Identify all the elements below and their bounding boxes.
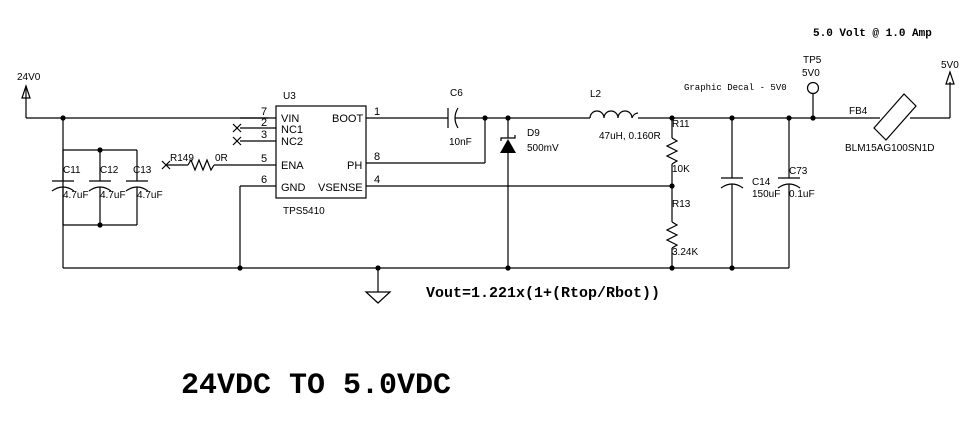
- output-net-label: 5V0: [941, 60, 959, 71]
- r149-resistor-icon: [166, 158, 240, 172]
- l2-ref: L2: [590, 89, 602, 100]
- ic-ref: U3: [283, 91, 296, 102]
- junction-dots: [60, 115, 816, 271]
- input-power-arrow-icon: [21, 84, 31, 118]
- c73-ref: C73: [789, 166, 808, 177]
- c6-ref: C6: [450, 88, 463, 99]
- c73-capacitor-icon: [777, 118, 801, 268]
- ic-u3-body: [275, 105, 367, 199]
- c14-capacitor-icon: [720, 118, 744, 268]
- r149-value: 0R: [215, 153, 228, 164]
- r11-resistor-icon: [665, 118, 679, 222]
- c11-ref: C11: [63, 165, 81, 176]
- r13-ref: R13: [672, 199, 691, 210]
- l2-value: 47uH, 0.160R: [599, 131, 661, 142]
- pin2-num: 2: [261, 117, 267, 129]
- c13-value: 4.7uF: [137, 190, 163, 201]
- fb4-ferrite-bead-icon: [845, 93, 950, 141]
- pin-vsense: VSENSE: [318, 182, 363, 194]
- pin4-num: 4: [374, 174, 380, 186]
- d9-value: 500mV: [527, 143, 559, 154]
- r149-nc-mark: [161, 160, 171, 170]
- r11-value: 10K: [672, 164, 690, 175]
- pin-ph: PH: [347, 160, 362, 172]
- pin3-num: 3: [261, 129, 267, 141]
- r13-resistor-icon: [665, 221, 679, 268]
- tp5-test-point-icon: [806, 81, 820, 118]
- nc-marks: [232, 123, 242, 146]
- pin8-num: 8: [374, 151, 380, 163]
- r149-ref: R149: [170, 153, 194, 164]
- pin7-num: 7: [261, 106, 267, 118]
- c12-value: 4.7uF: [100, 190, 126, 201]
- pin-gnd: GND: [281, 182, 306, 194]
- pin5-num: 5: [261, 153, 267, 165]
- c12-capacitor-icon: [88, 150, 112, 225]
- tp5-net: 5V0: [802, 68, 820, 79]
- pin-ena: ENA: [281, 160, 304, 172]
- r13-value: 3.24K: [672, 247, 698, 258]
- c14-value: 150uF: [752, 189, 780, 200]
- d9-ref: D9: [527, 128, 540, 139]
- c6-value: 10nF: [449, 137, 472, 148]
- c13-ref: C13: [133, 165, 152, 176]
- spec-label: 5.0 Volt @ 1.0 Amp: [813, 28, 932, 40]
- c13-capacitor-icon: [125, 150, 149, 225]
- l2-inductor-icon: [589, 110, 672, 119]
- c12-ref: C12: [100, 165, 119, 176]
- ic-part: TPS5410: [283, 206, 325, 217]
- pin-nc1: NC1: [281, 124, 303, 136]
- ground-icon: [364, 291, 392, 304]
- c11-capacitor-icon: [51, 150, 75, 225]
- pin1-num: 1: [374, 106, 380, 118]
- c73-value: 0.1uF: [789, 189, 815, 200]
- formula-text: Vout=1.221x(1+(Rtop/Rbot)): [426, 285, 660, 302]
- fb4-ref: FB4: [849, 106, 868, 117]
- c6-capacitor-icon: [447, 107, 485, 129]
- r11-ref: R11: [672, 119, 690, 130]
- c11-value: 4.7uF: [63, 190, 89, 201]
- fb4-value: BLM15AG100SN1D: [845, 143, 935, 154]
- pin6-num: 6: [261, 174, 267, 186]
- c14-ref: C14: [752, 177, 771, 188]
- output-power-arrow-icon: [945, 70, 955, 118]
- decal-label: Graphic Decal - 5V0: [684, 83, 787, 93]
- pin-boot: BOOT: [332, 113, 363, 125]
- page-title: 24VDC TO 5.0VDC: [181, 369, 451, 403]
- input-net-label: 24V0: [17, 72, 41, 83]
- pin-vin: VIN: [281, 113, 299, 125]
- pin-nc2: NC2: [281, 136, 303, 148]
- d9-diode-icon: [500, 118, 516, 268]
- tp5-ref: TP5: [803, 55, 822, 66]
